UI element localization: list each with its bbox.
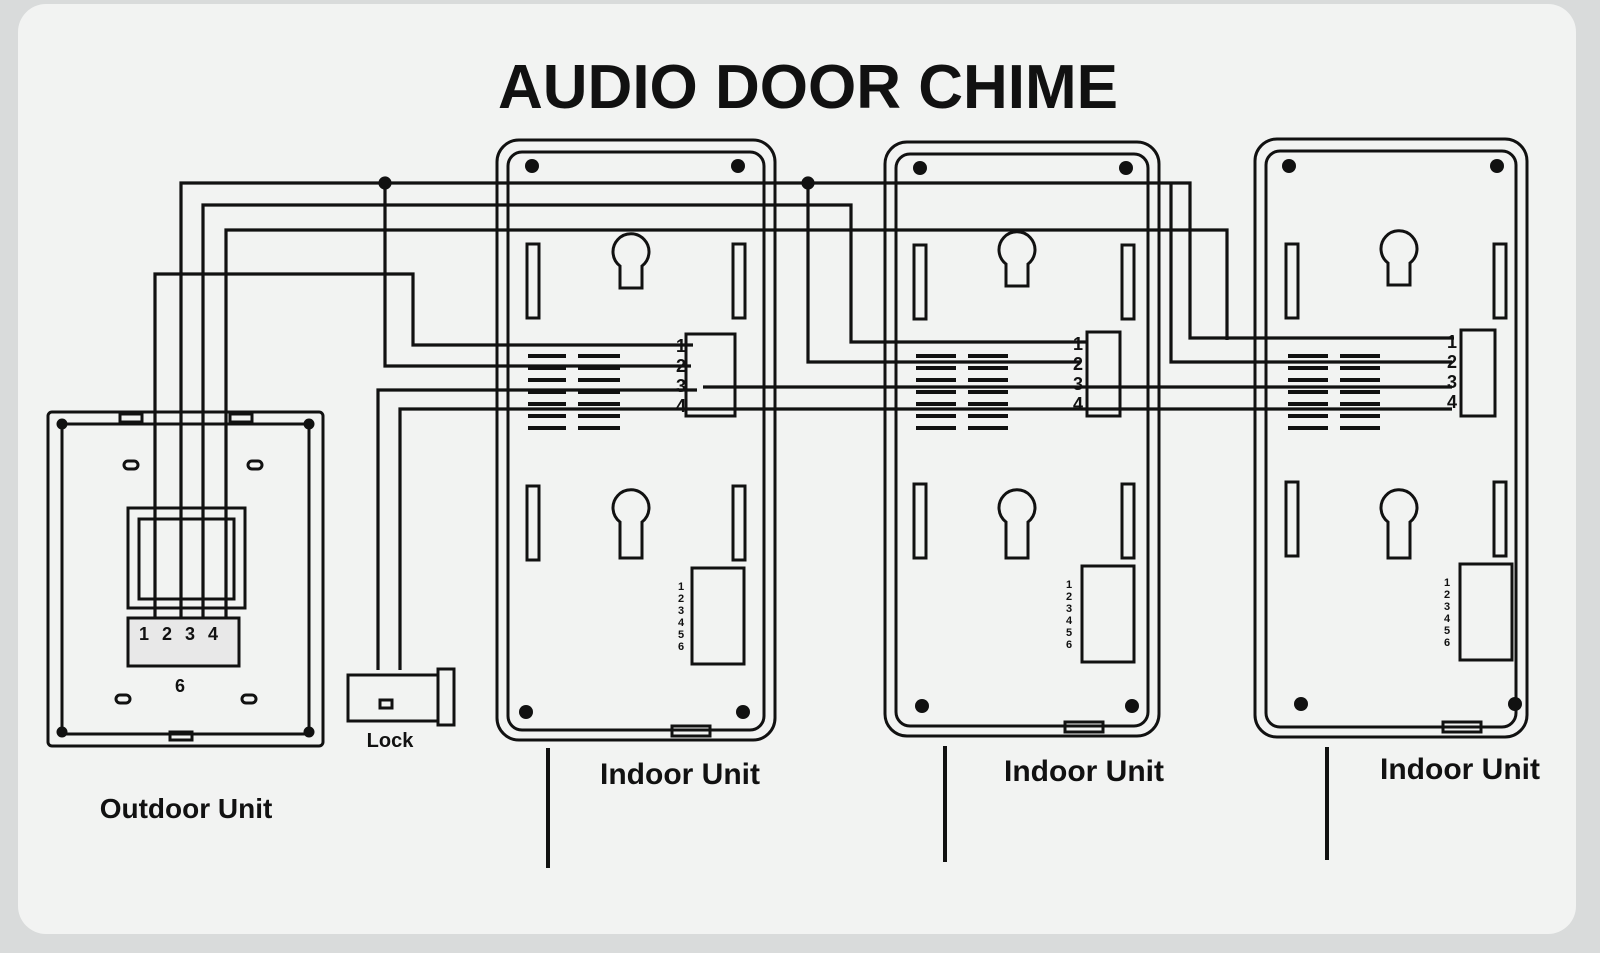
- indoor-2-terminal-3: 3: [1073, 374, 1083, 394]
- indoor-unit-1-label: Indoor Unit: [600, 758, 760, 791]
- indoor-2-dip-3: 3: [1066, 603, 1072, 615]
- indoor-unit-3-label: Indoor Unit: [1380, 753, 1540, 786]
- indoor-1-terminal-4: 4: [676, 396, 686, 416]
- indoor-1-dip-1: 1: [678, 581, 684, 593]
- wire-1: [179, 181, 1454, 625]
- indoor-2-dip-1: 1: [1066, 579, 1072, 591]
- wire-7: [1169, 183, 1452, 364]
- outdoor-unit-label: Outdoor Unit: [100, 793, 273, 824]
- outdoor-terminal-1: 1: [139, 624, 149, 644]
- indoor-2-terminal-4: 4: [1073, 394, 1083, 414]
- indoor-3-dip-4: 4: [1444, 613, 1451, 625]
- wire-junction: [801, 176, 815, 190]
- indoor-2-terminal-1: 1: [1073, 334, 1083, 354]
- indoor-3-dip-6: 6: [1444, 637, 1450, 649]
- indoor-unit-1: [495, 138, 777, 868]
- indoor-2-dip-4: 4: [1066, 615, 1073, 627]
- wire-4: [153, 272, 693, 625]
- indoor-unit-3: [1253, 137, 1529, 860]
- lock-device: [346, 667, 456, 727]
- indoor-1-dip-4: 4: [678, 617, 685, 629]
- indoor-2-terminal-2: 2: [1073, 354, 1083, 374]
- indoor-1-dip-5: 5: [678, 629, 684, 641]
- card-background: [18, 4, 1576, 934]
- indoor-unit-2-label: Indoor Unit: [1004, 755, 1164, 788]
- indoor-2-dip-2: 2: [1066, 591, 1072, 603]
- outdoor-terminal-4: 4: [208, 624, 218, 644]
- outdoor-unit: [46, 410, 325, 748]
- indoor-1-terminal-3: 3: [676, 376, 686, 396]
- indoor-1-terminal-1: 1: [676, 336, 686, 356]
- indoor-1-dip-6: 6: [678, 641, 684, 653]
- indoor-3-terminal-3: 3: [1447, 372, 1457, 392]
- indoor-3-dip-5: 5: [1444, 625, 1450, 637]
- indoor-2-dip-5: 5: [1066, 627, 1072, 639]
- indoor-3-terminal-1: 1: [1447, 332, 1457, 352]
- indoor-1-terminal-2: 2: [676, 356, 686, 376]
- indoor-2-dip-6: 6: [1066, 639, 1072, 651]
- wire-3: [224, 228, 1229, 625]
- indoor-3-dip-2: 2: [1444, 589, 1450, 601]
- indoor-3-terminal-2: 2: [1447, 352, 1457, 372]
- indoor-3-dip-1: 1: [1444, 577, 1450, 589]
- outdoor-terminal-3: 3: [185, 624, 195, 644]
- wire-junction: [378, 176, 392, 190]
- lock-label: Lock: [367, 730, 415, 752]
- indoor-3-terminal-4: 4: [1447, 392, 1457, 412]
- indoor-3-dip-3: 3: [1444, 601, 1450, 613]
- wire-10: [398, 407, 1452, 670]
- wire-6: [806, 183, 1080, 364]
- indoor-1-dip-3: 3: [678, 605, 684, 617]
- diagram-title: AUDIO DOOR CHIME: [498, 53, 1118, 122]
- indoor-unit-2: [883, 140, 1161, 862]
- indoor-1-dip-2: 2: [678, 593, 684, 605]
- outdoor-terminal-2: 2: [162, 624, 172, 644]
- wire-2: [201, 203, 1086, 625]
- wiring-harness: [153, 176, 1454, 670]
- outdoor-extra-digit: 6: [175, 676, 185, 696]
